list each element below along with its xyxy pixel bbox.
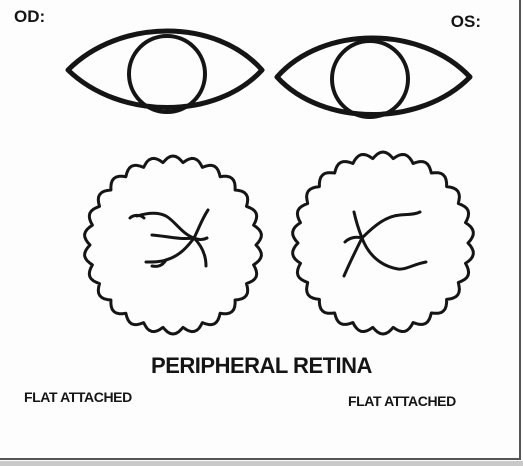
od-eye-outline [68, 31, 262, 112]
os-eye-outline [277, 38, 470, 117]
od-iris [129, 36, 205, 112]
od-fundus-circle [85, 156, 262, 334]
os-iris [332, 41, 408, 117]
section-title: PERIPHERAL RETINA [0, 355, 523, 377]
od-finding: FLAT ATTACHED [24, 390, 132, 404]
os-fundus-circle [293, 152, 474, 334]
od-vessels [130, 210, 208, 266]
os-vessels [344, 212, 426, 276]
os-finding: FLAT ATTACHED [348, 394, 456, 408]
